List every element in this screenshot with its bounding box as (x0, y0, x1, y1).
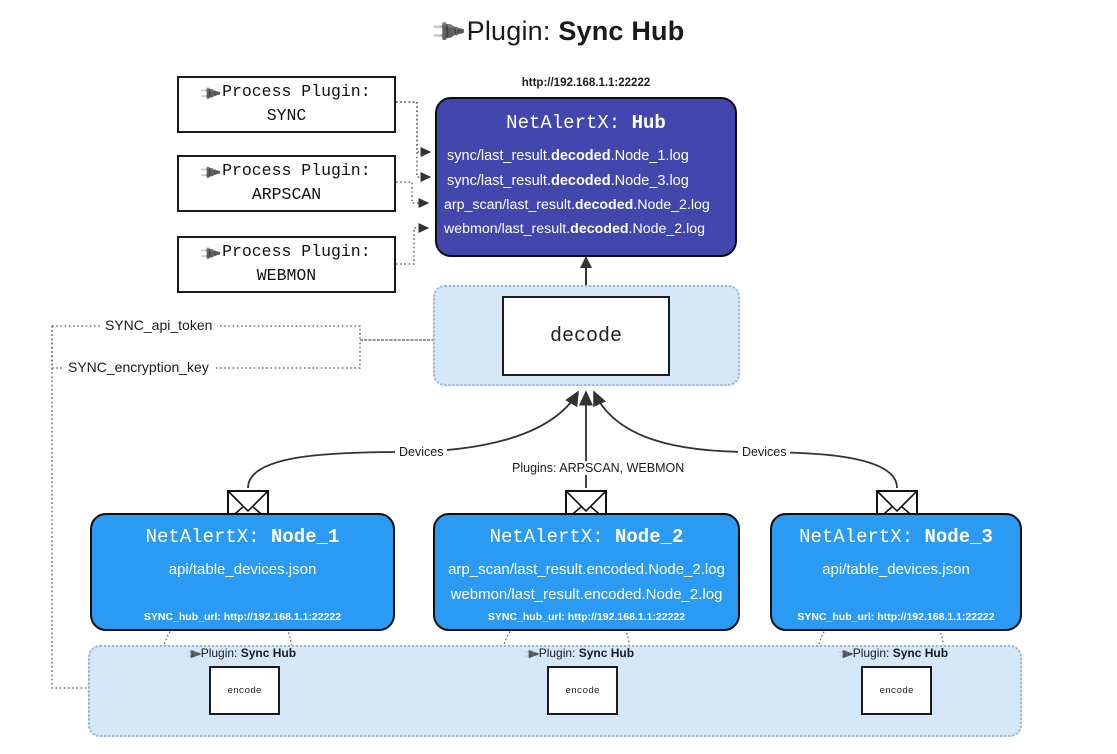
arpscan-plugin-connector (396, 181, 430, 209)
encode-box-node-2[interactable]: encode (547, 666, 618, 715)
process-plugin-box-arpscan[interactable]: 🔌Process Plugin: ARPSCAN (177, 155, 396, 212)
process-plugin-arpscan-name: ARPSCAN (251, 185, 322, 205)
node-1-line-1: api/table_devices.json (168, 561, 317, 578)
webmon-plugin-connector (396, 222, 430, 265)
node-2-hub-url: SYNC_hub_url: http://192.168.1.1:22222 (487, 611, 686, 623)
hub-log-row-4: webmon/last_result.decoded.Node_2.log (444, 221, 706, 237)
encode-box-node-1[interactable]: encode (209, 666, 280, 715)
node-2-title: NetAlertX: Node_2 (489, 526, 684, 548)
encode-box-node-3[interactable]: encode (861, 666, 932, 715)
page-title-name: Sync Hub (558, 16, 685, 46)
node-box-2[interactable]: NetAlertX: Node_2 arp_scan/last_result.e… (433, 513, 740, 631)
process-plugin-webmon-label: 🔌Process Plugin: (198, 242, 371, 268)
hub-log-row-3: arp_scan/last_result.decoded.Node_2.log (444, 197, 710, 213)
hub-url-label: http://192.168.1.1:22222 (521, 77, 651, 89)
node-2-line-1: arp_scan/last_result.encoded.Node_2.log (448, 561, 725, 578)
setting-api-token-label: SYNC_api_token (100, 317, 218, 333)
setting-encryption-key-label: SYNC_encryption_key (63, 359, 214, 375)
process-plugin-sync-label: 🔌Process Plugin: (198, 82, 371, 108)
process-plugin-box-sync[interactable]: 🔌Process Plugin: SYNC (177, 76, 396, 133)
connector-label-devices-right: Devices (738, 445, 791, 459)
hub-title: NetAlertX: Hub (506, 112, 666, 134)
page-title: 🔌Plugin: Sync Hub (0, 12, 1117, 52)
plugin-label-node-3: 🔌Plugin: Sync Hub (836, 645, 949, 664)
page-title-prefix: Plugin: (466, 16, 559, 46)
node-box-3[interactable]: NetAlertX: Node_3 api/table_devices.json… (770, 513, 1022, 631)
hub-log-row-1: sync/last_result.decoded.Node_1.log (447, 148, 689, 164)
process-plugin-box-webmon[interactable]: 🔌Process Plugin: WEBMON (177, 236, 396, 293)
connector-label-plugins-center: Plugins: ARPSCAN, WEBMON (508, 461, 689, 475)
hub-box[interactable]: NetAlertX: Hub sync/last_result.decoded.… (435, 97, 737, 257)
node-3-title: NetAlertX: Node_3 (799, 526, 993, 548)
decode-box[interactable]: decode (502, 296, 670, 376)
connector-label-devices-left: Devices (395, 445, 448, 459)
process-plugin-arpscan-label: 🔌Process Plugin: (198, 161, 371, 187)
node-3-line-1: api/table_devices.json (822, 561, 970, 578)
process-plugin-sync-name: SYNC (266, 106, 307, 126)
node-box-1[interactable]: NetAlertX: Node_1 api/table_devices.json… (90, 513, 395, 631)
node-1-hub-url: SYNC_hub_url: http://192.168.1.1:22222 (143, 611, 342, 623)
plugin-label-node-1: 🔌Plugin: Sync Hub (184, 645, 297, 664)
node-1-title: NetAlertX: Node_1 (145, 526, 340, 548)
plugin-label-node-2: 🔌Plugin: Sync Hub (522, 645, 635, 664)
hub-log-row-2: sync/last_result.decoded.Node_3.log (447, 173, 689, 189)
node-2-line-2: webmon/last_result.encoded.Node_2.log (450, 586, 723, 603)
node-3-hub-url: SYNC_hub_url: http://192.168.1.1:22222 (797, 611, 995, 623)
plug-icon: 🔌 (426, 11, 468, 52)
process-plugin-webmon-name: WEBMON (256, 266, 317, 286)
